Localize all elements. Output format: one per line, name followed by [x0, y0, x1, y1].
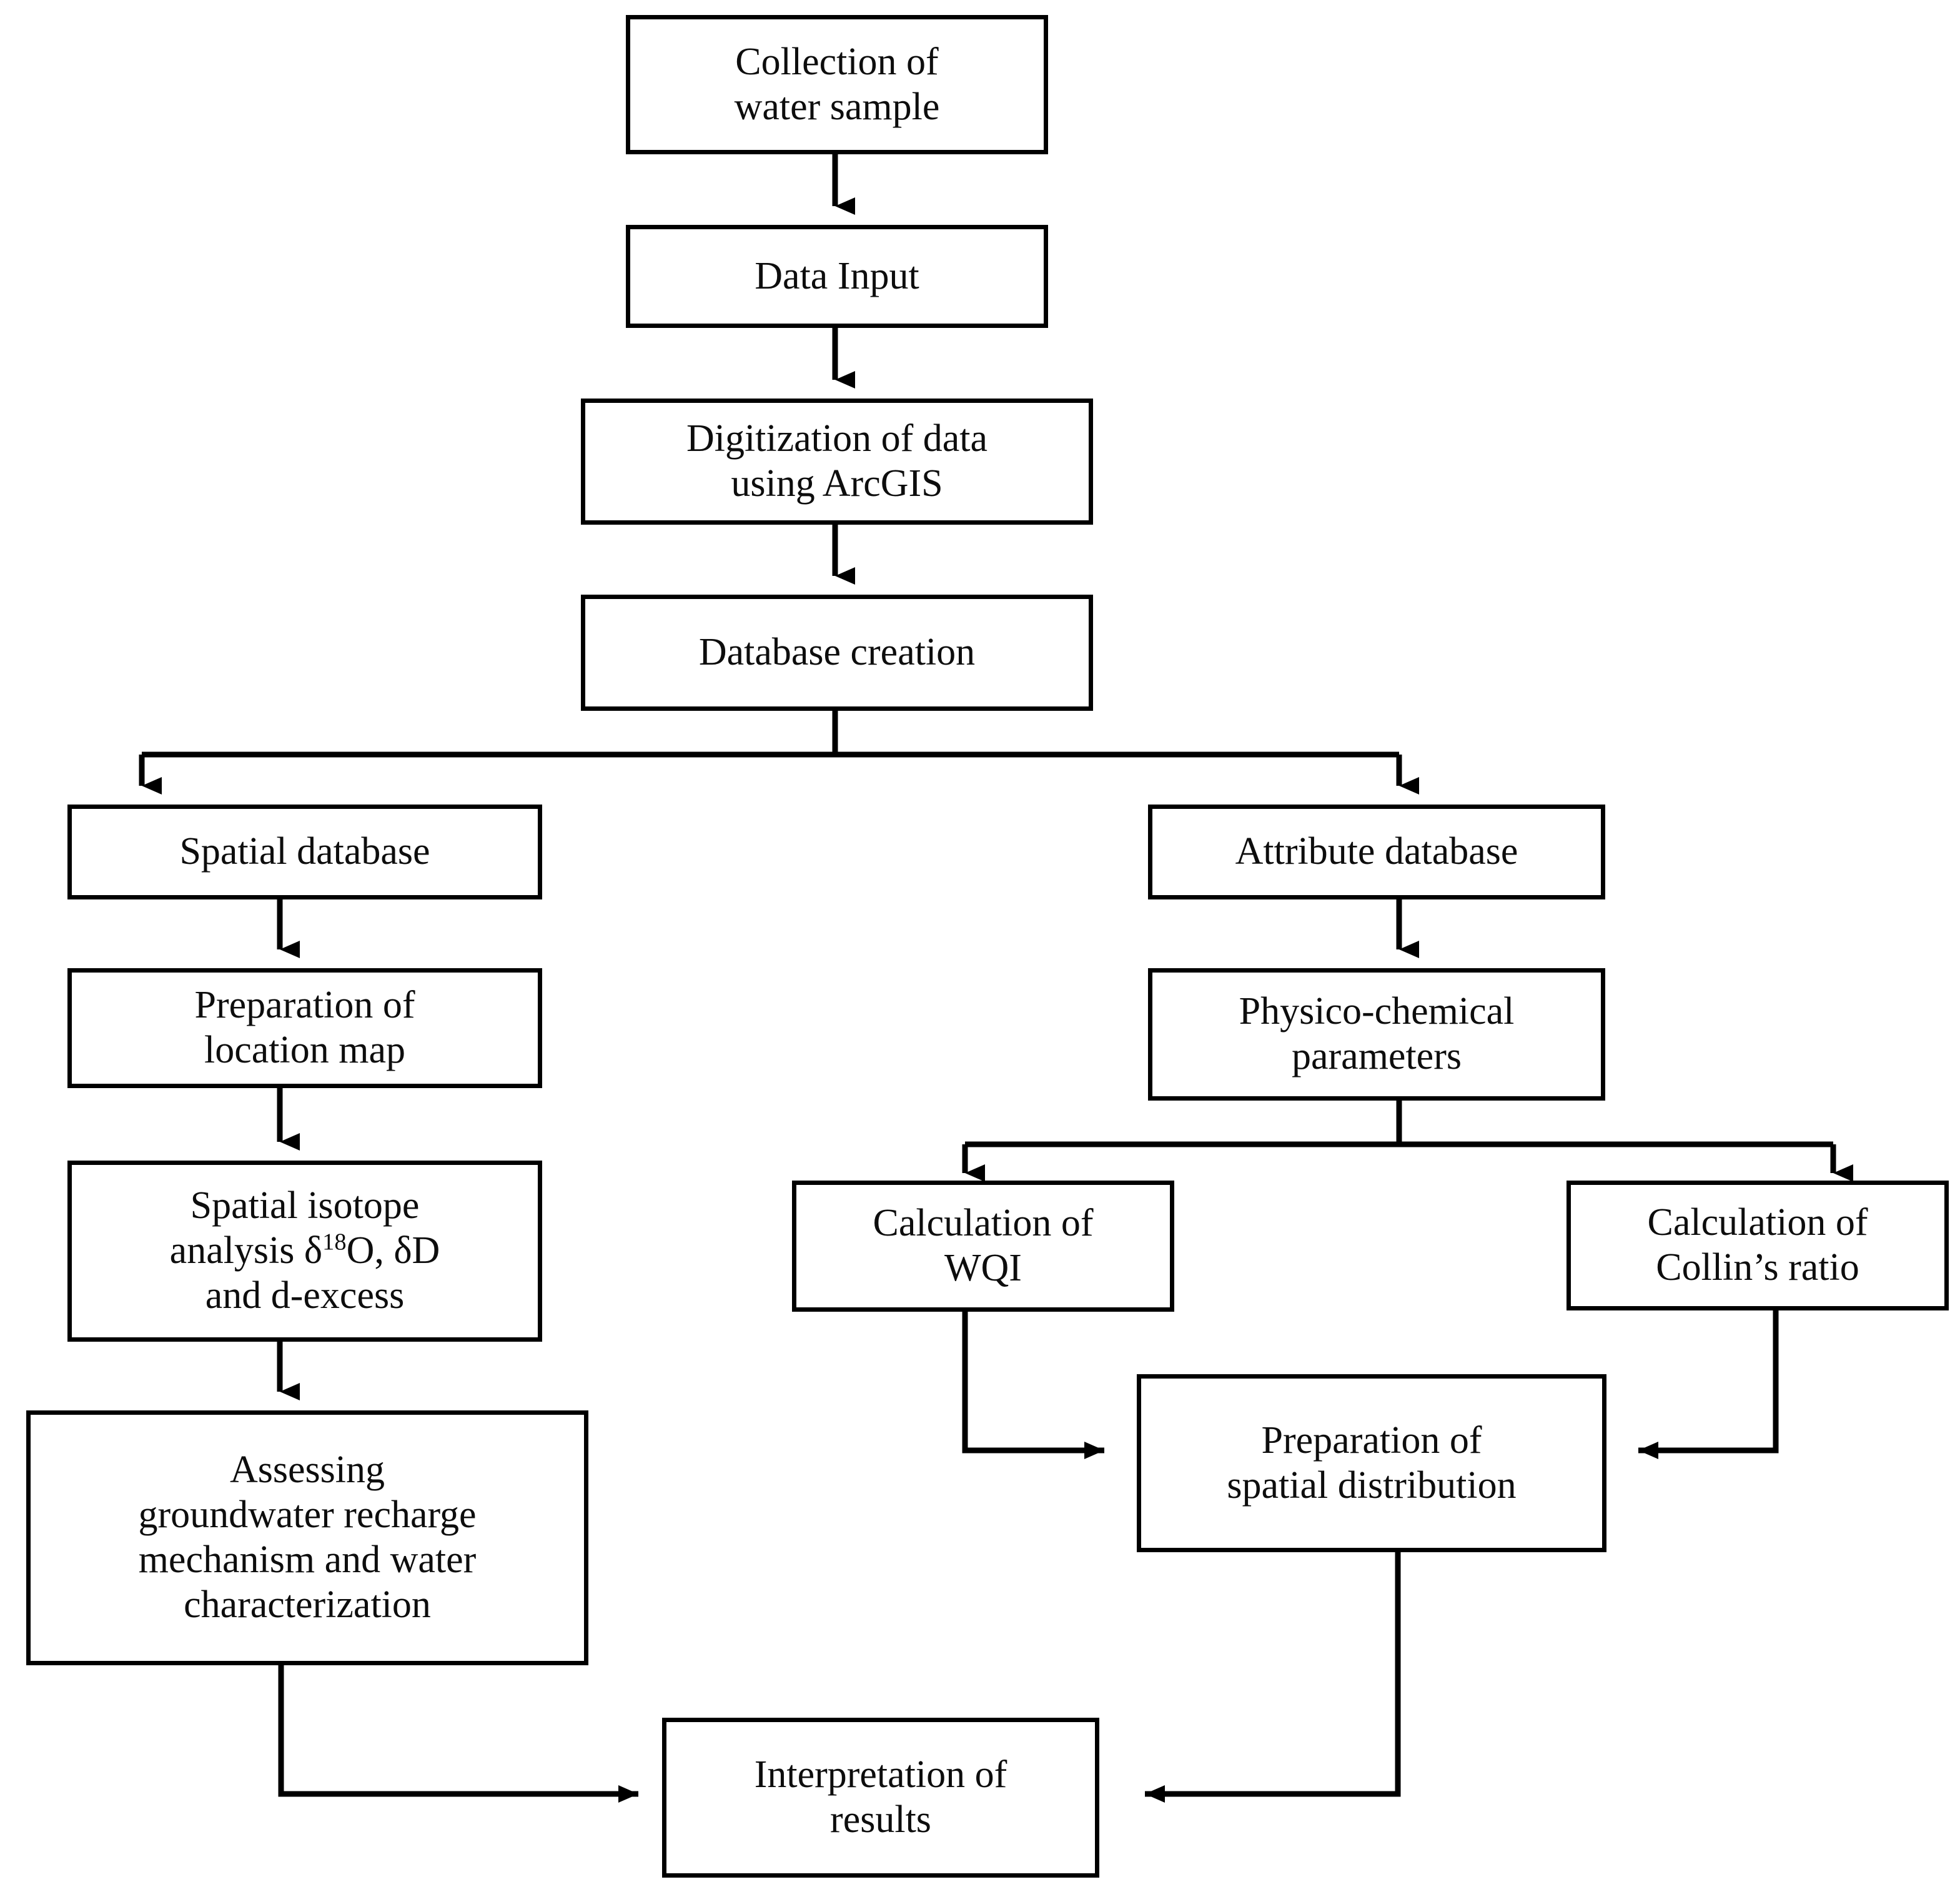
node-label: Data Input [755, 254, 919, 297]
node-calculation-of-wqi[interactable]: Calculation of WQI [792, 1181, 1174, 1312]
edge-physchem-split-bus [965, 1101, 1833, 1147]
node-label: Preparation of location map [194, 984, 415, 1071]
node-label: Attribute database [1235, 830, 1518, 873]
node-digitization-of-data[interactable]: Digitization of data using ArcGIS [581, 399, 1093, 525]
node-calculation-of-collins-ratio[interactable]: Calculation of Collin’s ratio [1567, 1181, 1949, 1310]
node-assessing-groundwater-recharge[interactable]: Assessing groundwater recharge mechanism… [26, 1410, 588, 1665]
node-label: Collection of water sample [734, 40, 940, 128]
edge-wqi-to-spatial-distribution [962, 1312, 1104, 1459]
node-label: Preparation of spatial distribution [1227, 1419, 1517, 1507]
node-physico-chemical-parameters[interactable]: Physico-chemical parameters [1148, 968, 1605, 1101]
node-preparation-of-spatial-distribution[interactable]: Preparation of spatial distribution [1137, 1374, 1606, 1552]
edge-collins-to-spatial-distribution [1638, 1310, 1779, 1459]
edge-spatial-distribution-to-interpretation [1145, 1552, 1401, 1803]
node-label: Physico-chemical parameters [1239, 990, 1515, 1077]
node-label: Database creation [698, 631, 976, 674]
node-spatial-database[interactable]: Spatial database [67, 805, 542, 899]
node-interpretation-of-results[interactable]: Interpretation of results [662, 1718, 1099, 1878]
node-data-input[interactable]: Data Input [626, 225, 1048, 328]
edge-database-split-bus [142, 711, 1399, 758]
node-label: Interpretation of results [754, 1753, 1007, 1841]
node-label: Calculation of Collin’s ratio [1647, 1201, 1868, 1289]
edge-assessing-to-interpretation [278, 1665, 638, 1803]
node-attribute-database[interactable]: Attribute database [1148, 805, 1605, 899]
node-preparation-of-location-map[interactable]: Preparation of location map [67, 968, 542, 1088]
node-label: Calculation of WQI [873, 1202, 1094, 1289]
node-label: Spatial database [179, 830, 430, 873]
node-label: Digitization of data using ArcGIS [686, 417, 988, 505]
node-label: Assessing groundwater recharge mechanism… [138, 1449, 477, 1626]
node-database-creation[interactable]: Database creation [581, 595, 1093, 711]
node-collection-of-water-sample[interactable]: Collection of water sample [626, 15, 1048, 154]
